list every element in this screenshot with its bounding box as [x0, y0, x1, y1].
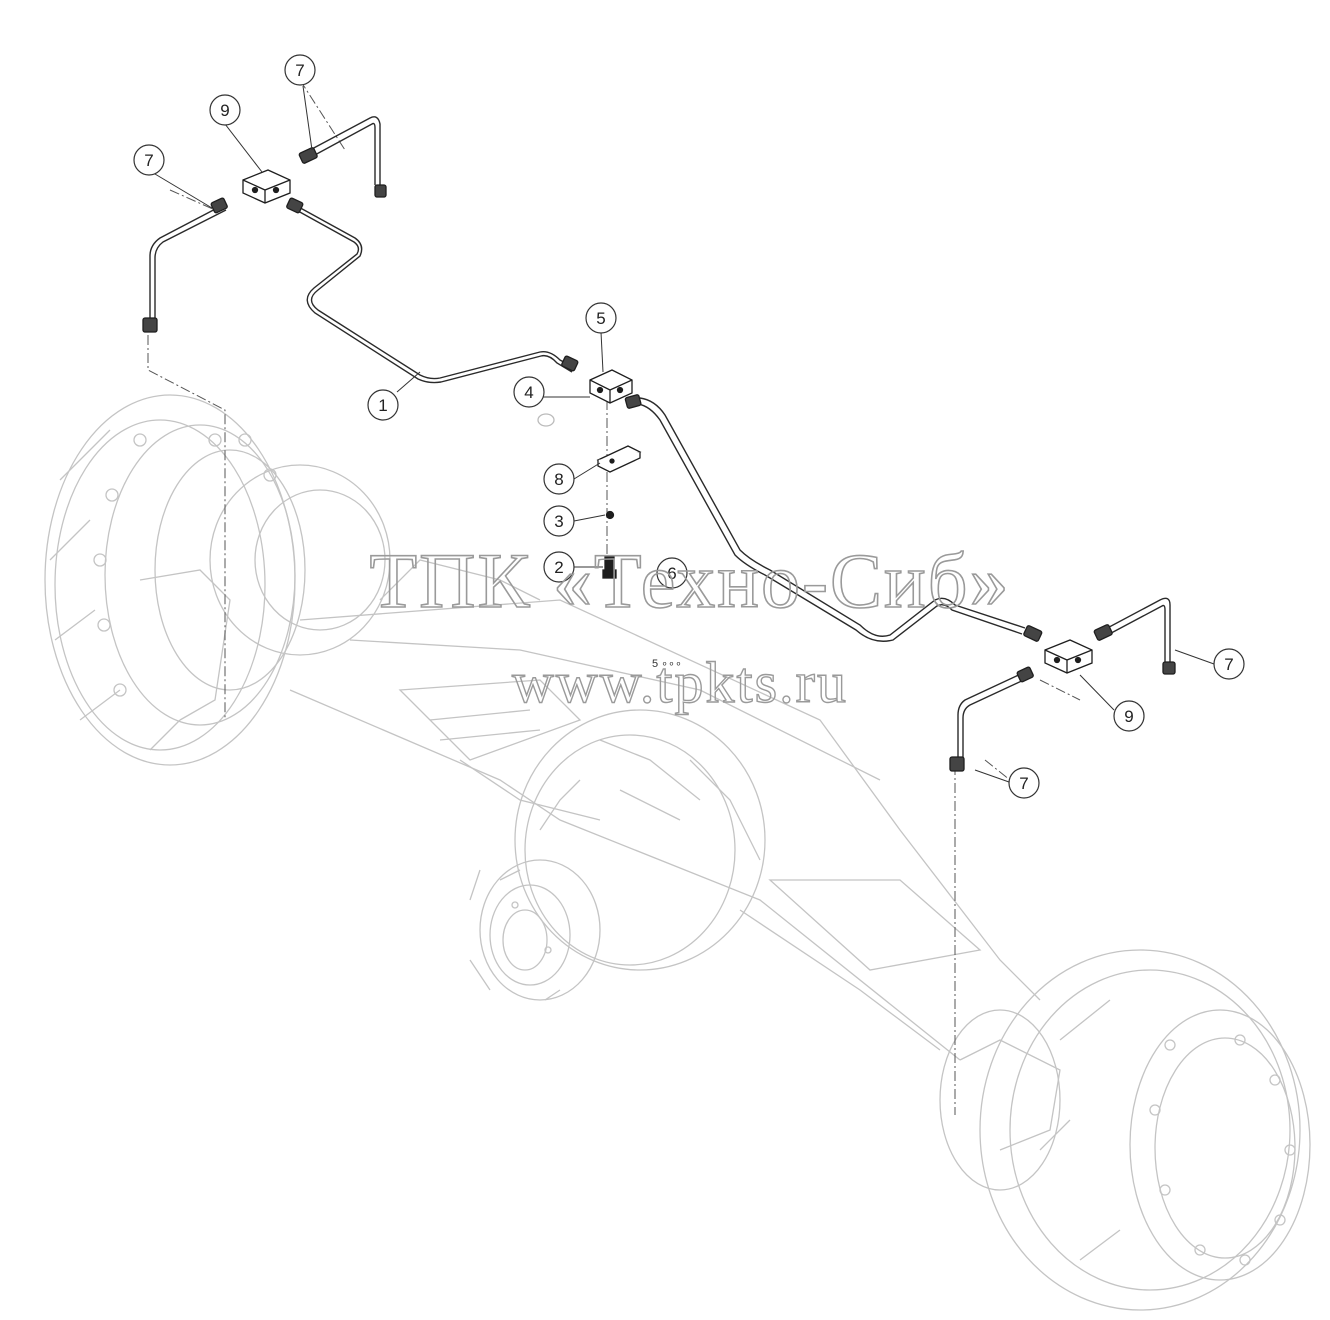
differential-housing [469, 709, 766, 1001]
left-wheel-hub [44, 394, 391, 766]
svg-text:7: 7 [144, 151, 153, 170]
tube-right-hub [957, 671, 1029, 760]
callouts: 7 9 7 5 4 1 8 3 [133, 54, 1245, 799]
callout-7d: 7 [1008, 767, 1040, 799]
callout-2: 2 [543, 551, 575, 583]
svg-text:4: 4 [524, 383, 533, 402]
plug [537, 413, 555, 427]
svg-text:2: 2 [554, 558, 563, 577]
tube-6 [637, 397, 1026, 642]
svg-text:7: 7 [295, 61, 304, 80]
callout-3: 3 [543, 505, 575, 537]
tube-1 [294, 204, 576, 384]
svg-text:3: 3 [554, 512, 563, 531]
tee-block-right [1044, 639, 1093, 674]
axle-beam [289, 559, 1041, 1061]
watermark-line1: ТПК «Техно-Сиб» [370, 537, 1011, 624]
callout-leaders [154, 85, 1215, 783]
leader-lines [147, 79, 1081, 1115]
tube-upper-loop [309, 116, 381, 185]
svg-text:7: 7 [1224, 655, 1233, 674]
brake-tubes [149, 116, 1171, 760]
svg-text:7: 7 [1019, 774, 1028, 793]
callout-9a: 9 [209, 94, 241, 126]
washer [605, 510, 615, 520]
axle-assembly [44, 394, 1311, 1311]
svg-text:9: 9 [1124, 707, 1133, 726]
svg-text:9: 9 [220, 101, 229, 120]
svg-text:1: 1 [378, 396, 387, 415]
callout-7b: 7 [133, 144, 165, 176]
callout-7a: 7 [284, 54, 316, 86]
small-mark: 5 ∘∘∘ [652, 658, 682, 670]
svg-text:6: 6 [667, 564, 676, 583]
fittings [142, 147, 1176, 772]
callout-4: 4 [513, 376, 545, 408]
callout-5: 5 [585, 302, 617, 334]
callout-9b: 9 [1113, 700, 1145, 732]
pipe-nuts [142, 147, 1176, 772]
watermark: ТПК «Техно-Сиб» www.tpkts.ru [369, 536, 1011, 716]
callout-6: 6 [656, 557, 688, 589]
tee-block-center [589, 369, 633, 404]
watermark-line2: www.tpkts.ru [512, 650, 848, 715]
right-wheel-hub [939, 949, 1311, 1311]
tube-left-hub [149, 204, 227, 318]
tube-right-upper-loop [1097, 597, 1171, 665]
callout-7c: 7 [1213, 648, 1245, 680]
callout-8: 8 [543, 463, 575, 495]
svg-text:5: 5 [596, 309, 605, 328]
mounting-bracket [596, 445, 642, 473]
tee-block-left [242, 169, 291, 204]
bolt [602, 556, 617, 579]
callout-1: 1 [367, 389, 399, 421]
svg-text:8: 8 [554, 470, 563, 489]
